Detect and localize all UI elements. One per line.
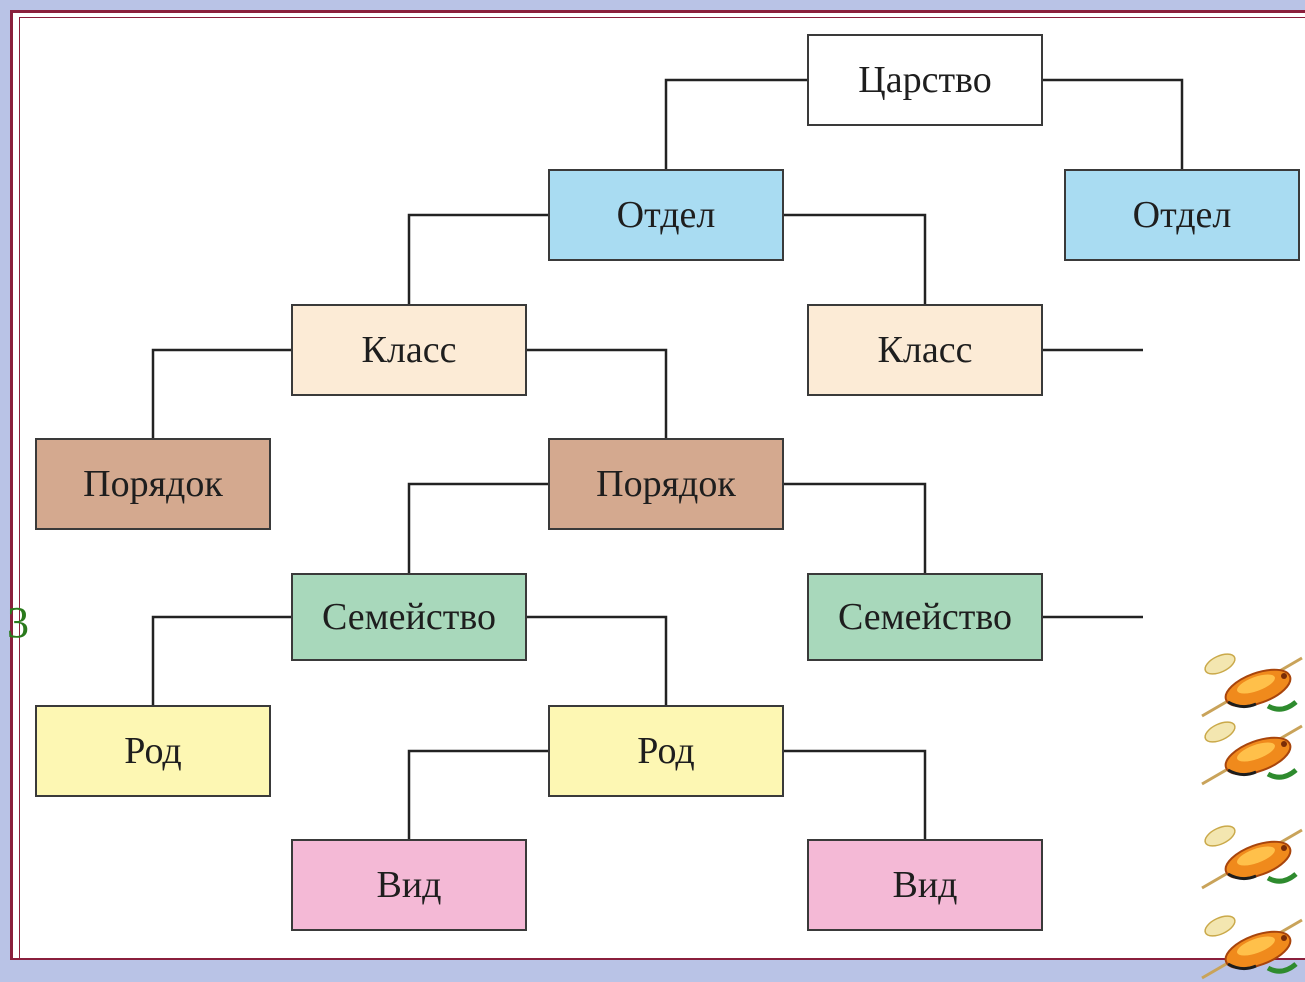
node-species-2: Вид — [807, 839, 1043, 931]
node-class-2: Класс — [807, 304, 1043, 396]
node-genus-1: Род — [35, 705, 271, 797]
connector-class-1-order-1 — [151, 348, 291, 438]
node-order-2: Порядок — [548, 438, 784, 530]
node-class-1: Класс — [291, 304, 527, 396]
connector-order-2-family-1 — [407, 482, 548, 573]
node-kingdom: Царство — [807, 34, 1043, 126]
connector-family-1-genus-1 — [151, 615, 291, 705]
connector-division-1-class-1 — [407, 213, 548, 304]
node-species-1: Вид — [291, 839, 527, 931]
connector-class-1-order-2 — [527, 348, 668, 438]
connector-family-1-genus-2 — [527, 615, 668, 705]
connector-kingdom-division-1 — [664, 78, 807, 169]
shrimp-clipart-icon — [1201, 825, 1303, 890]
node-division-2: Отдел — [1064, 169, 1300, 261]
connector-kingdom-division-2 — [1043, 78, 1184, 169]
shrimp-clipart-icon — [1201, 721, 1303, 786]
node-division-1: Отдел — [548, 169, 784, 261]
node-genus-2: Род — [548, 705, 784, 797]
connector-genus-2-species-2 — [784, 749, 927, 839]
cropped-edge-text: 3 — [7, 599, 29, 647]
shrimp-clipart-icon — [1201, 915, 1303, 980]
node-family-2: Семейство — [807, 573, 1043, 661]
connector-genus-2-species-1 — [407, 749, 548, 839]
node-family-1: Семейство — [291, 573, 527, 661]
connector-division-1-class-2 — [784, 213, 927, 304]
shrimp-clipart-icon — [1201, 653, 1303, 718]
connector-order-2-family-2 — [784, 482, 927, 573]
node-order-1: Порядок — [35, 438, 271, 530]
